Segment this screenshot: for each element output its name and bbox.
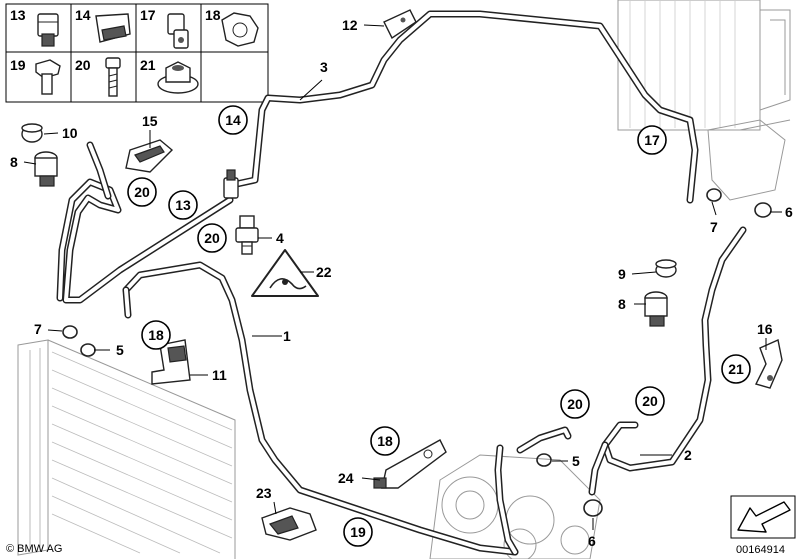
pressure-switch-4-icon [235,215,259,255]
cap-9-icon [655,259,677,278]
label-12: 12 [342,17,358,33]
label-10: 10 [62,125,78,141]
label-11: 11 [212,367,227,383]
label-4: 4 [276,230,284,246]
label-16: 16 [757,321,773,337]
label-9: 9 [618,266,626,282]
copyright-brand: © BMW AG [6,543,62,555]
circled-callouts: 14 13 20 20 17 18 18 20 20 21 19 [127,105,751,547]
leader-lines [23,24,782,530]
flange-nut-21-icon [157,61,199,94]
bracket-16-icon [754,339,783,389]
legend-cell-19: 19 [10,57,26,73]
label-7-left: 7 [34,321,42,337]
cap-10-icon [21,123,43,143]
direction-arrow-icon [737,501,791,533]
label-24: 24 [338,470,354,486]
bracket-24-icon [373,439,447,489]
callout-19: 19 [350,524,366,540]
callout-18-a: 18 [148,327,164,343]
label-8-right: 8 [618,296,626,312]
condenser-outline [17,339,236,559]
callout-13: 13 [175,197,191,213]
label-2: 2 [684,447,692,463]
part-number-labels: 1 2 3 4 5 5 6 6 7 7 8 8 9 10 11 12 15 16… [10,17,793,549]
label-23: 23 [256,485,272,501]
legend-cell-18: 18 [205,7,221,23]
warning-triangle-22-icon [251,249,319,297]
label-5-right: 5 [572,453,580,469]
clip-13-icon [37,13,59,47]
callout-18-b: 18 [377,433,393,449]
clip-17-icon [167,13,189,49]
compressor-outline [429,454,601,559]
nut-18-icon [221,12,259,47]
clip-23-icon [261,507,317,541]
bolt-20-icon [105,57,121,97]
bracket-12-icon [383,9,417,40]
o-ring-5-left-icon [80,343,96,357]
o-ring-7-right-icon [706,188,722,202]
bracket-11-icon [151,339,191,385]
valve-8-left-icon [34,151,58,187]
label-6-bottom: 6 [588,533,596,549]
label-7-right: 7 [710,219,718,235]
callout-17: 17 [644,132,660,148]
o-ring-6-bottom-icon [583,499,603,517]
o-ring-6-top-icon [754,202,772,218]
legend-cell-14: 14 [75,7,91,23]
evaporator-outline [617,0,791,201]
label-15: 15 [142,113,158,129]
label-22: 22 [316,264,332,280]
legend-cell-17: 17 [140,7,156,23]
bolt-19-icon [35,59,61,95]
legend-cell-20: 20 [75,57,91,73]
o-ring-5-right-icon [536,453,552,467]
o-ring-7-left-icon [62,325,78,339]
legend-cell-13: 13 [10,7,26,23]
label-3: 3 [320,59,328,75]
clip-15-icon [125,139,174,173]
callout-20-c: 20 [567,396,583,412]
callout-20-b: 20 [204,230,220,246]
pipe-3 [228,10,699,204]
refrigerant-lines [56,10,747,556]
callout-20-d: 20 [642,393,658,409]
diagram-part-number: 00164914 [736,544,785,556]
callout-20-a: 20 [134,184,150,200]
small-parts-legend: 13 14 17 18 19 20 21 [5,3,269,103]
label-5-left: 5 [116,342,124,358]
clip-14-icon [95,13,131,43]
direction-arrow-box [730,495,796,539]
valve-8-right-icon [644,291,668,327]
label-8-left: 8 [10,154,18,170]
label-1: 1 [283,328,291,344]
callout-21: 21 [728,361,744,377]
legend-cell-21: 21 [140,57,156,73]
callout-14: 14 [225,112,241,128]
fittings [21,9,783,541]
label-6-top: 6 [785,204,793,220]
